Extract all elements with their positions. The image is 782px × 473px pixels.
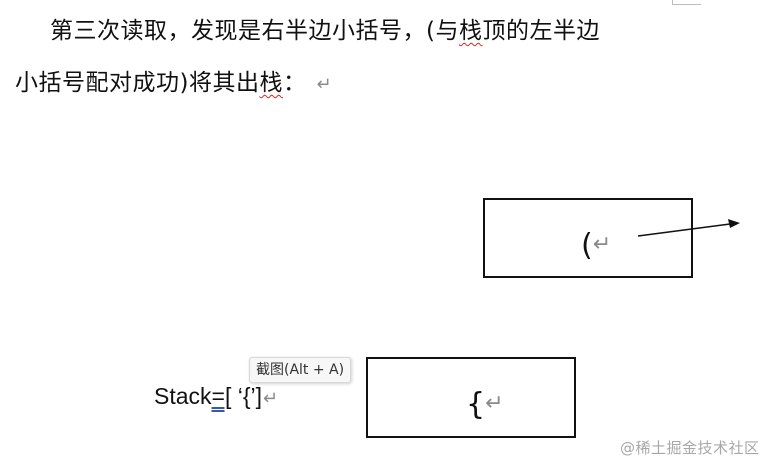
stack-label: Stack bbox=[154, 383, 212, 409]
page-corner-mark bbox=[672, 0, 701, 5]
paragraph-line-1: 第三次读取，发现是右半边小括号，(与栈顶的左半边 bbox=[50, 16, 600, 46]
paragraph-mark-icon: ↵ bbox=[485, 391, 504, 416]
arrow-right-icon[interactable] bbox=[630, 212, 750, 248]
paragraph-mark-icon: ↵ bbox=[592, 232, 612, 257]
paragraph-mark-icon: ↵ bbox=[263, 388, 279, 408]
stack-box-bottom[interactable]: {↵ bbox=[366, 357, 576, 438]
paragraph-mark-icon: ↵ bbox=[316, 74, 333, 95]
stack-contents: ‘{’] bbox=[231, 383, 263, 409]
text-segment: 小括号配对成功)将其出 bbox=[15, 70, 260, 96]
spellcheck-flagged-word[interactable]: 栈 bbox=[458, 18, 483, 44]
stack-expression: Stack=[ ‘{’]↵ bbox=[154, 381, 278, 413]
box-content: (↵ bbox=[581, 228, 611, 263]
spellcheck-flagged-word[interactable]: 栈 bbox=[259, 70, 283, 96]
text-segment: 顶的左半边 bbox=[482, 18, 600, 44]
box-content: {↵ bbox=[466, 387, 504, 422]
bracket-char: ( bbox=[581, 228, 593, 263]
stack-box-top[interactable]: (↵ bbox=[483, 198, 693, 278]
grammar-flagged-text[interactable]: =[ bbox=[211, 383, 232, 409]
bracket-char: { bbox=[466, 387, 486, 422]
text-segment: ： bbox=[282, 70, 307, 96]
watermark: @稀土掘金技术社区 bbox=[620, 439, 760, 457]
screenshot-tooltip: 截图(Alt + A) bbox=[249, 357, 352, 383]
paragraph-line-2: 小括号配对成功)将其出栈： ↵ bbox=[15, 68, 332, 100]
text-segment: 第三次读取，发现是右半边小括号，(与 bbox=[50, 18, 459, 44]
